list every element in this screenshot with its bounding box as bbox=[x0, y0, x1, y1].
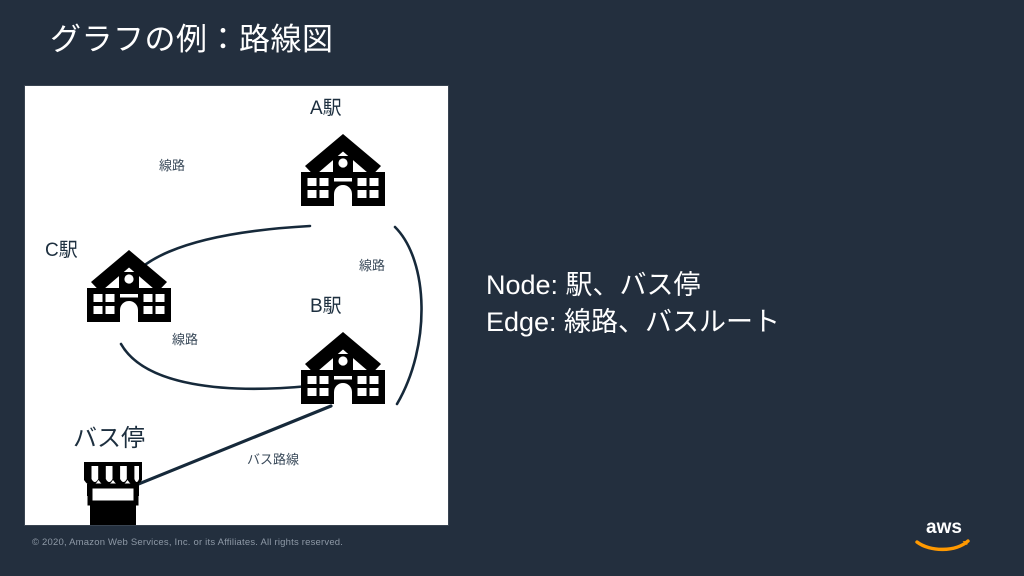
page-title: グラフの例：路線図 bbox=[50, 22, 334, 57]
legend-edge-line: Edge: 線路、バスルート bbox=[486, 306, 781, 337]
aws-logo-wordmark: aws bbox=[926, 517, 962, 538]
aws-logo-icon: aws bbox=[915, 517, 970, 552]
legend-block: Node: 駅、バス停 Edge: 線路、バスルート bbox=[486, 267, 780, 340]
edge-path-bus-route bbox=[107, 404, 333, 498]
route-map-diagram: 線路 線路 線路 バス路線 A駅 B駅 C駅 バス停 bbox=[45, 98, 423, 525]
edge-label-c-b: 線路 bbox=[172, 332, 198, 347]
node-bus-stop[interactable]: バス停 bbox=[73, 425, 145, 525]
edge-path-c-b bbox=[119, 342, 311, 391]
edge-label-c-a: 線路 bbox=[159, 158, 185, 173]
bus-stop-shop-icon bbox=[84, 462, 142, 525]
node-label-station-b: B駅 bbox=[310, 296, 342, 317]
node-label-station-a: A駅 bbox=[310, 98, 342, 119]
node-label-station-c: C駅 bbox=[45, 240, 78, 261]
station-building-icon bbox=[301, 332, 385, 404]
edge-label-bus-route: バス路線 bbox=[247, 452, 299, 467]
edge-label-a-b: 線路 bbox=[359, 258, 385, 273]
diagram-panel: 線路 線路 線路 バス路線 A駅 B駅 C駅 バス停 bbox=[25, 86, 448, 525]
footer-copyright: © 2020, Amazon Web Services, Inc. or its… bbox=[32, 537, 344, 548]
station-building-icon bbox=[301, 134, 385, 206]
station-building-icon bbox=[87, 250, 171, 322]
aws-smile-arrow-icon bbox=[915, 539, 970, 552]
node-station-c[interactable]: C駅 bbox=[45, 240, 171, 322]
edge-path-a-b bbox=[393, 225, 423, 406]
aws-logo: aws bbox=[912, 514, 976, 554]
legend-node-line: Node: 駅、バス停 bbox=[486, 270, 701, 300]
node-station-b[interactable]: B駅 bbox=[301, 296, 385, 404]
node-station-a[interactable]: A駅 bbox=[301, 98, 385, 206]
aws-smile-arrowhead-icon bbox=[962, 541, 969, 546]
node-label-bus-stop: バス停 bbox=[73, 425, 145, 452]
